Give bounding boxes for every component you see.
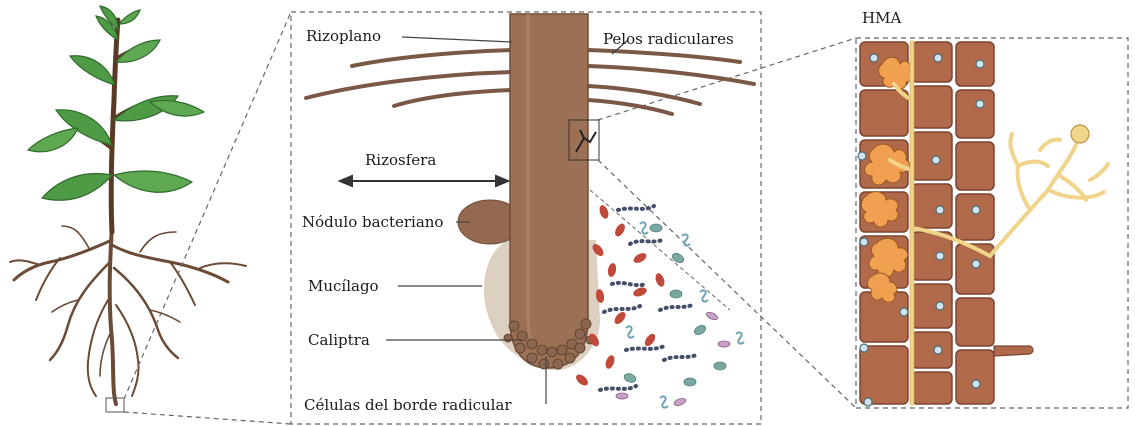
label-rizoplano: Rizoplano: [306, 27, 381, 45]
root-body: [510, 14, 588, 368]
label-hma: HMA: [862, 9, 901, 27]
label-nodulo-bacteriano: Nódulo bacteriano: [302, 213, 443, 231]
label-rizosfera: Rizosfera: [365, 151, 436, 169]
fungal-spore: [1071, 125, 1089, 143]
microbes-cluster: [574, 204, 744, 408]
label-caliptra: Caliptra: [308, 331, 370, 349]
epidermal-root-hair: [994, 346, 1033, 356]
hma-panel: HMA: [856, 9, 1128, 408]
plant-stem: [111, 20, 118, 232]
label-celulas-borde: Células del borde radicular: [304, 396, 512, 414]
label-mucilago: Mucílago: [308, 277, 379, 295]
plant-illustration: [10, 6, 246, 412]
rhizosphere-arrow: [340, 176, 508, 186]
rhizosphere-wedge-line: [590, 190, 730, 310]
plant-roots: [10, 225, 246, 404]
label-pelos-radiculares: Pelos radiculares: [603, 30, 734, 48]
root-panel: Rizoplano Pelos radiculares Rizosfera Nó…: [291, 12, 761, 424]
